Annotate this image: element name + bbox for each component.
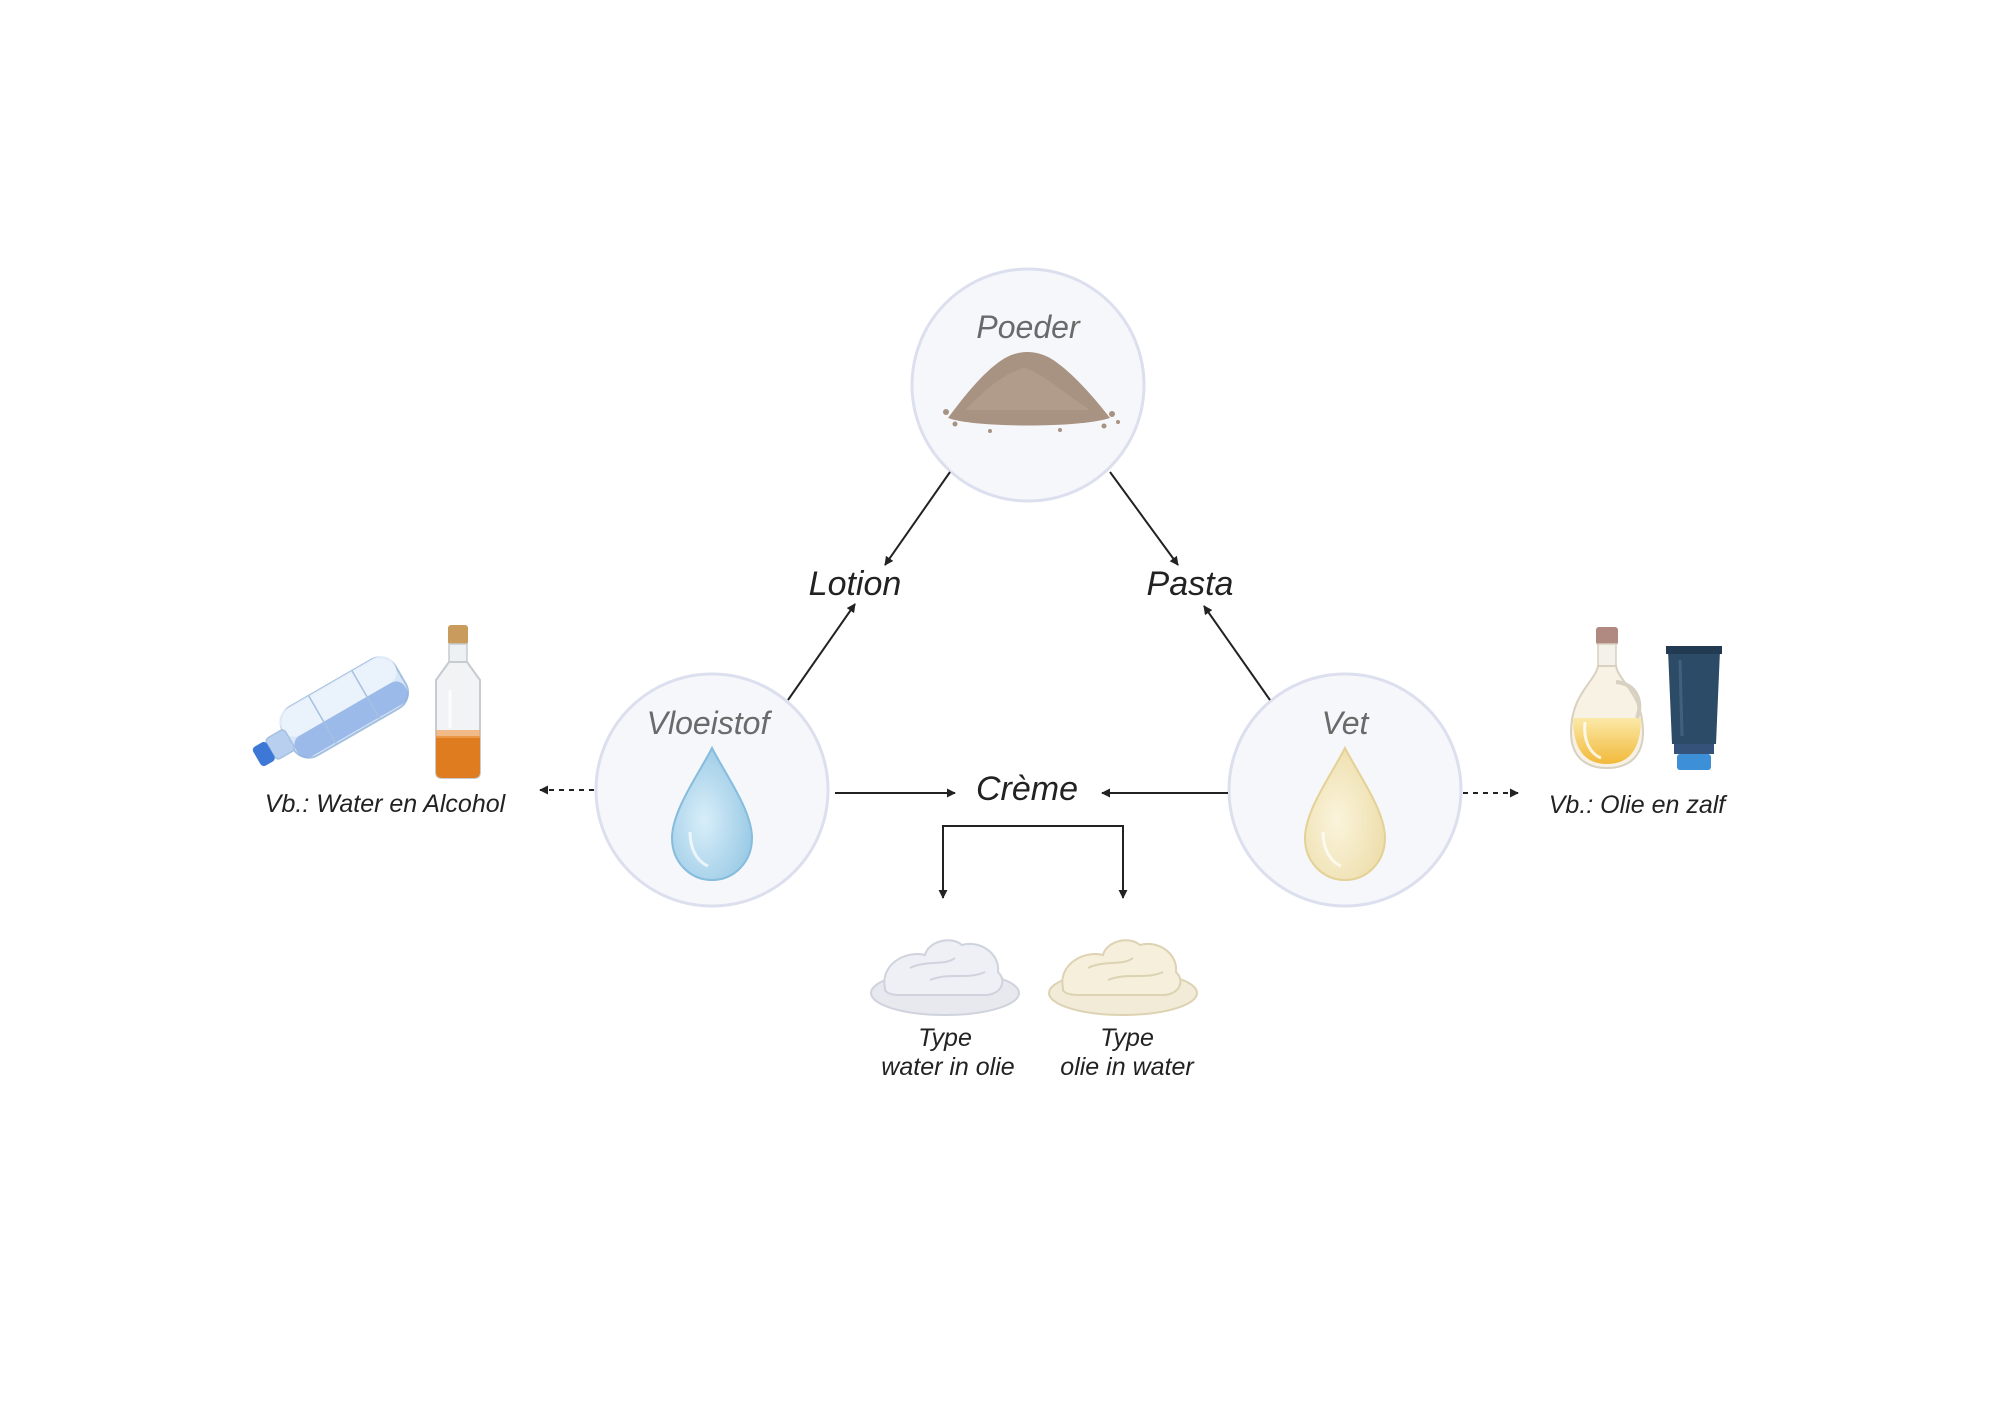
- arrows: [539, 471, 1519, 899]
- product-creme-label: Crème: [976, 770, 1078, 808]
- node-poeder-label: Poeder: [976, 309, 1081, 345]
- example-right-label: Vb.: Olie en zalf: [1549, 791, 1729, 819]
- node-vet: Vet: [1227, 672, 1463, 908]
- node-poeder: Poeder: [910, 267, 1146, 503]
- arrow-vloeistof-to-lotion: [787, 603, 856, 701]
- creme-type-wo-line2: water in olie: [881, 1053, 1014, 1081]
- white-cream-icon: [870, 939, 1020, 1016]
- node-vloeistof: Vloeistof: [594, 672, 830, 908]
- powder-pile-icon: [943, 352, 1120, 433]
- water-and-alcohol-bottles-icon: [252, 625, 481, 779]
- creme-type-wo-line1: Type: [918, 1024, 972, 1052]
- product-lotion-label: Lotion: [809, 565, 902, 603]
- creme-type-ow-line2: olie in water: [1060, 1053, 1195, 1081]
- arrow-poeder-to-pasta: [1109, 471, 1179, 566]
- creme-type-ow-line1: Type: [1100, 1024, 1154, 1052]
- product-pasta-label: Pasta: [1147, 565, 1234, 603]
- example-left-label: Vb.: Water en Alcohol: [265, 790, 507, 818]
- beige-cream-icon: [1048, 939, 1198, 1016]
- node-vloeistof-label: Vloeistof: [647, 705, 773, 741]
- arrow-vet-to-pasta: [1203, 605, 1271, 701]
- node-vet-label: Vet: [1322, 705, 1370, 741]
- oil-jar-and-ointment-tube-icon: [1569, 627, 1722, 770]
- arrow-poeder-to-lotion: [884, 471, 951, 566]
- creme-split-connector: [942, 825, 1124, 898]
